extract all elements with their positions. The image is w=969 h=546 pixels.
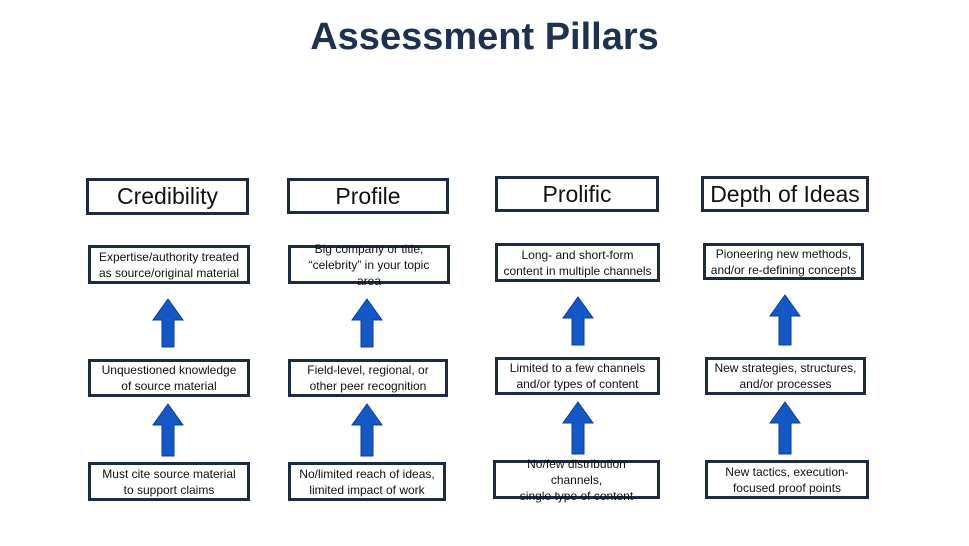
pillar-credibility-bottom-box: Must cite source material to support cla… [88,462,250,501]
pillar-prolific-middle-box: Limited to a few channels and/or types o… [495,357,660,395]
pillar-heading-profile: Profile [287,178,449,214]
pillar-depth-of-ideas-top-box: Pioneering new methods, and/or re-defini… [703,243,864,280]
up-arrow-icon [351,403,383,457]
page-title: Assessment Pillars [310,16,659,58]
up-arrow-icon [152,403,184,457]
up-arrow-icon [562,401,594,455]
pillar-credibility-middle-box: Unquestioned knowledge of source materia… [88,359,250,397]
pillar-heading-credibility: Credibility [86,178,249,215]
pillar-heading-depth-of-ideas: Depth of Ideas [701,176,869,212]
pillar-profile-bottom-box: No/limited reach of ideas, limited impac… [288,462,446,501]
up-arrow-icon [351,298,383,348]
pillar-depth-of-ideas-bottom-box: New tactics, execution- focused proof po… [705,460,869,499]
pillar-profile-top-box: Big company or title, “celebrity” in you… [288,242,450,288]
pillar-profile-middle-box: Field-level, regional, or other peer rec… [288,359,448,397]
up-arrow-icon [769,401,801,455]
up-arrow-icon [152,298,184,348]
pillar-credibility-top-box: Expertise/authority treated as source/or… [88,245,250,284]
pillar-heading-prolific: Prolific [495,176,659,212]
pillar-prolific-top-box: Long- and short-form content in multiple… [495,243,660,282]
up-arrow-icon [562,296,594,346]
up-arrow-icon [769,294,801,346]
pillar-prolific-bottom-box: No/few distribution channels, single typ… [493,457,660,503]
pillar-depth-of-ideas-middle-box: New strategies, structures, and/or proce… [705,357,866,395]
